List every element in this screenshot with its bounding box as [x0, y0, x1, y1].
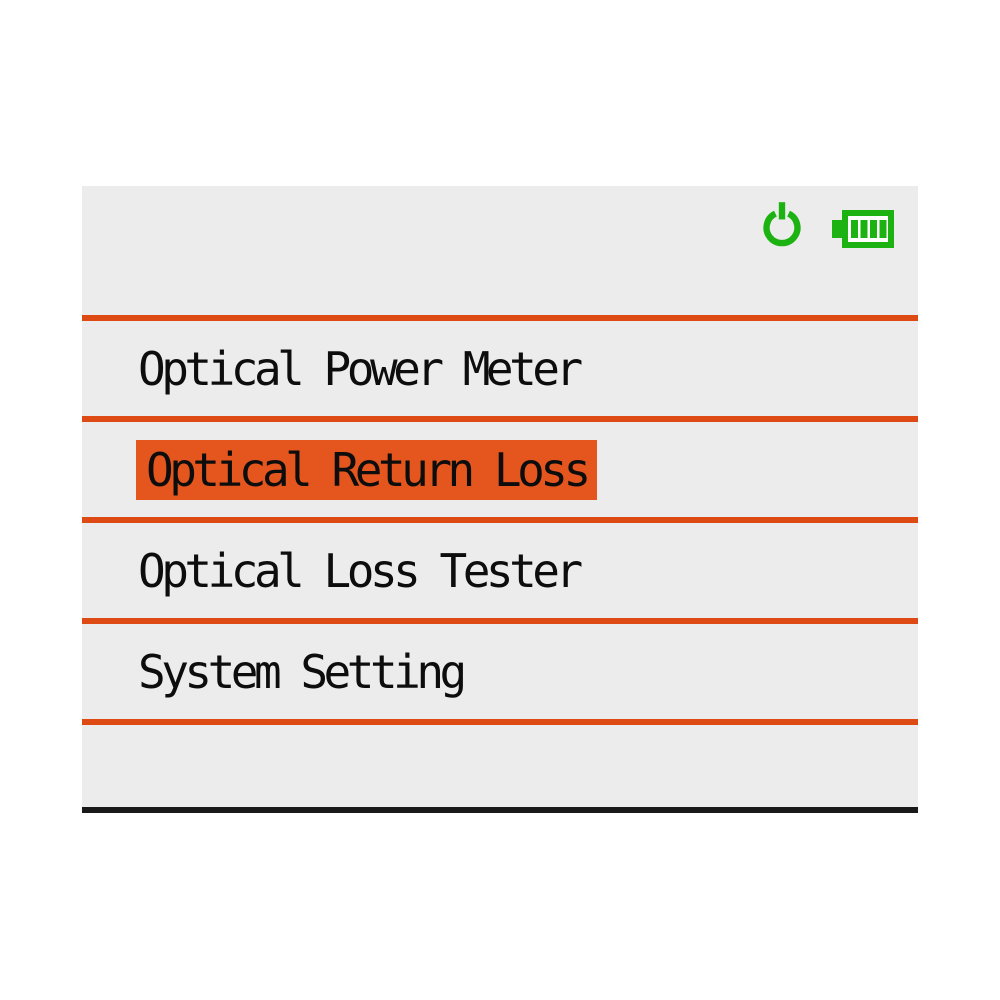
- power-icon: [763, 202, 801, 247]
- menu-divider: [82, 517, 918, 523]
- menu-item-label: Optical Loss Tester: [138, 543, 583, 598]
- menu-item-system-setting[interactable]: System Setting: [82, 624, 918, 719]
- menu-divider: [82, 618, 918, 624]
- menu-item-optical-loss-tester[interactable]: Optical Loss Tester: [82, 523, 918, 618]
- menu-item-label-selected: Optical Return Loss: [136, 439, 597, 500]
- footer-spacer: [82, 725, 918, 807]
- menu-divider: [82, 416, 918, 422]
- bottom-bar: [82, 807, 918, 813]
- battery-icon: [832, 210, 894, 248]
- menu-item-optical-power-meter[interactable]: Optical Power Meter: [82, 321, 918, 416]
- menu-item-label: System Setting: [138, 644, 467, 699]
- menu-divider: [82, 315, 918, 321]
- status-bar: [82, 186, 918, 315]
- menu-item-optical-return-loss[interactable]: Optical Return Loss: [82, 422, 918, 517]
- menu-item-label: Optical Power Meter: [138, 341, 583, 396]
- device-screen: Optical Power Meter Optical Return Loss …: [82, 186, 918, 813]
- menu-divider: [82, 719, 918, 725]
